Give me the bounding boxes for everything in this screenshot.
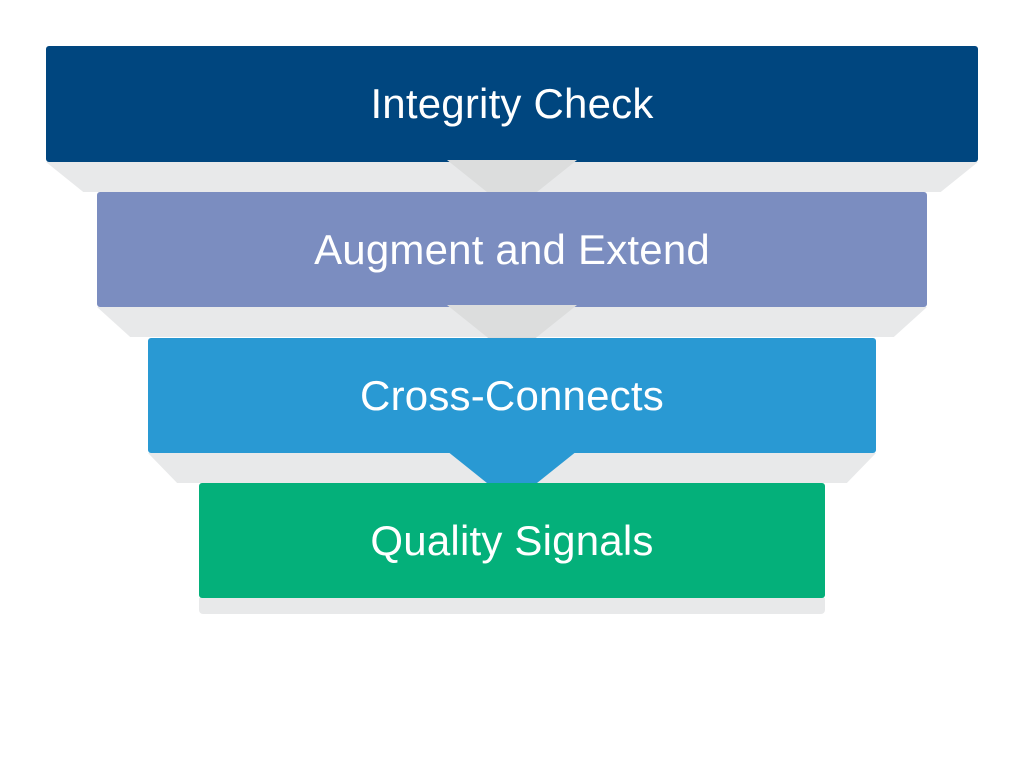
stage-label: Augment and Extend xyxy=(314,225,710,273)
connector-arrow-1 xyxy=(447,160,577,212)
stage-label: Cross-Connects xyxy=(360,371,664,419)
connector-arrow-2 xyxy=(447,305,577,357)
stage-label: Quality Signals xyxy=(370,516,654,564)
stage-augment-and-extend: Augment and Extend xyxy=(97,192,927,307)
shelf-4 xyxy=(199,598,825,614)
stage-label: Integrity Check xyxy=(370,80,654,127)
stage-integrity-check: Integrity Check xyxy=(46,46,978,162)
stage-cross-connects: Cross-Connects xyxy=(148,338,876,453)
connector-arrow-3 xyxy=(447,451,577,503)
stage-quality-signals: Quality Signals xyxy=(199,483,825,598)
